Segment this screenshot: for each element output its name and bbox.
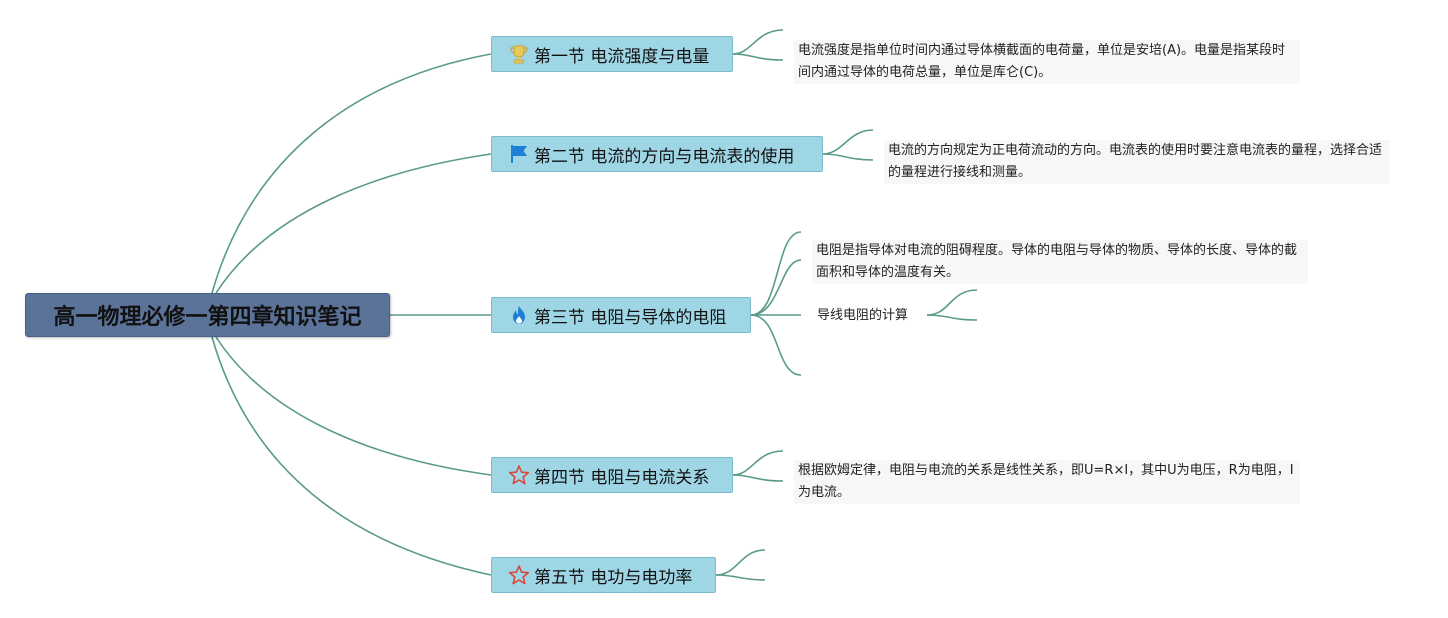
link-topic2-extra [822,153,874,161]
topic-3[interactable]: 第三节 电阻与导体的电阻 [491,297,751,333]
topic-4[interactable]: 第四节 电阻与电流关系 [491,457,733,493]
flame-icon [508,304,530,326]
topic-3-note[interactable]: 电阻是指导体对电流的阻碍程度。导体的电阻与导体的物质、导体的长度、导体的截面积和… [812,240,1308,284]
link-root-topic2 [215,153,492,294]
link-root-topic5 [211,336,492,576]
link-root-topic1 [211,53,492,294]
link-sub-leaf2 [926,314,978,321]
topic-4-note-text: 根据欧姆定律，电阻与电流的关系是线性关系，即U=R×I，其中U为电压，R为电阻，… [798,463,1294,500]
topic-3-label: 第三节 电阻与导体的电阻 [534,307,727,328]
link-topic3-extra [750,314,802,376]
topic-4-label: 第四节 电阻与电流关系 [534,467,710,488]
topic-3-subtopic-label: 导线电阻的计算 [817,308,909,323]
link-topic1-note [732,29,784,55]
topic-3-subtopic[interactable]: 导线电阻的计算 [817,307,908,325]
topic-1-note[interactable]: 电流强度是指单位时间内通过导体横截面的电荷量，单位是安培(A)。电量是指某段时间… [794,40,1300,84]
topic-1[interactable]: 第一节 电流强度与电量 [491,36,733,72]
root-topic[interactable]: 高一物理必修一第四章知识笔记 [25,293,390,337]
topic-2-label: 第二节 电流的方向与电流表的使用 [534,146,795,167]
topic-2-note-text: 电流的方向规定为正电荷流动的方向。电流表的使用时要注意电流表的量程，选择合适的量… [888,143,1383,180]
link-topic4-extra [732,474,784,482]
root-title: 高一物理必修一第四章知识笔记 [53,305,362,330]
link-topic1-extra [732,53,784,61]
trophy-icon [508,43,530,65]
link-topic4-note [732,450,784,476]
topic-1-label: 第一节 电流强度与电量 [534,46,710,67]
flag-icon [508,143,530,165]
link-topic5-b [715,574,766,581]
link-root-topic4 [215,336,492,476]
topic-5-label: 第五节 电功与电功率 [534,567,693,588]
topic-5[interactable]: 第五节 电功与电功率 [491,557,716,593]
link-topic3-note2 [750,259,802,316]
star-icon [508,564,530,586]
topic-4-note[interactable]: 根据欧姆定律，电阻与电流的关系是线性关系，即U=R×I，其中U为电压，R为电阻，… [794,460,1300,504]
topic-2-note[interactable]: 电流的方向规定为正电荷流动的方向。电流表的使用时要注意电流表的量程，选择合适的量… [884,140,1390,184]
topic-2[interactable]: 第二节 电流的方向与电流表的使用 [491,136,823,172]
topic-3-note-text: 电阻是指导体对电流的阻碍程度。导体的电阻与导体的物质、导体的长度、导体的截面积和… [816,243,1298,280]
link-topic3-note [750,231,802,316]
star-icon [508,464,530,486]
topic-1-note-text: 电流强度是指单位时间内通过导体横截面的电荷量，单位是安培(A)。电量是指某段时间… [798,43,1286,80]
link-sub-leaf1 [926,289,978,316]
link-topic2-note [822,129,874,155]
link-topic5-a [715,549,766,576]
